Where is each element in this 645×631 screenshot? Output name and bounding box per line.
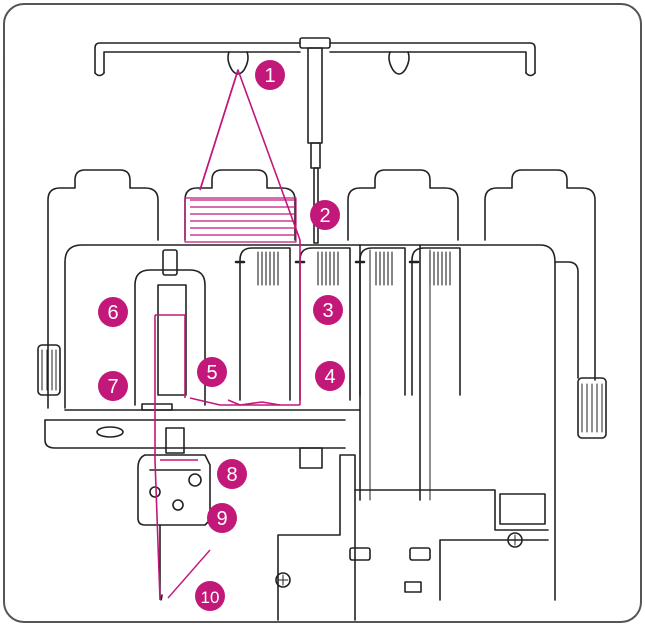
callout-label: 10	[201, 588, 220, 607]
callout-5: 5	[197, 357, 227, 387]
callout-label: 2	[319, 205, 330, 227]
callout-label: 8	[226, 464, 237, 486]
callout-label: 4	[324, 366, 335, 388]
callout-label: 5	[206, 362, 217, 384]
callout-7: 7	[98, 371, 128, 401]
callout-label: 1	[264, 65, 275, 87]
callout-6: 6	[98, 297, 128, 327]
callout-10: 10	[195, 581, 225, 611]
callout-3: 3	[313, 295, 343, 325]
callout-2: 2	[310, 200, 340, 230]
callout-label: 3	[322, 300, 333, 322]
callout-label: 9	[216, 508, 227, 530]
callout-1: 1	[255, 60, 285, 90]
callout-8: 8	[217, 459, 247, 489]
callout-4: 4	[315, 361, 345, 391]
callout-label: 6	[107, 302, 118, 324]
callout-9: 9	[207, 503, 237, 533]
callout-label: 7	[107, 376, 118, 398]
